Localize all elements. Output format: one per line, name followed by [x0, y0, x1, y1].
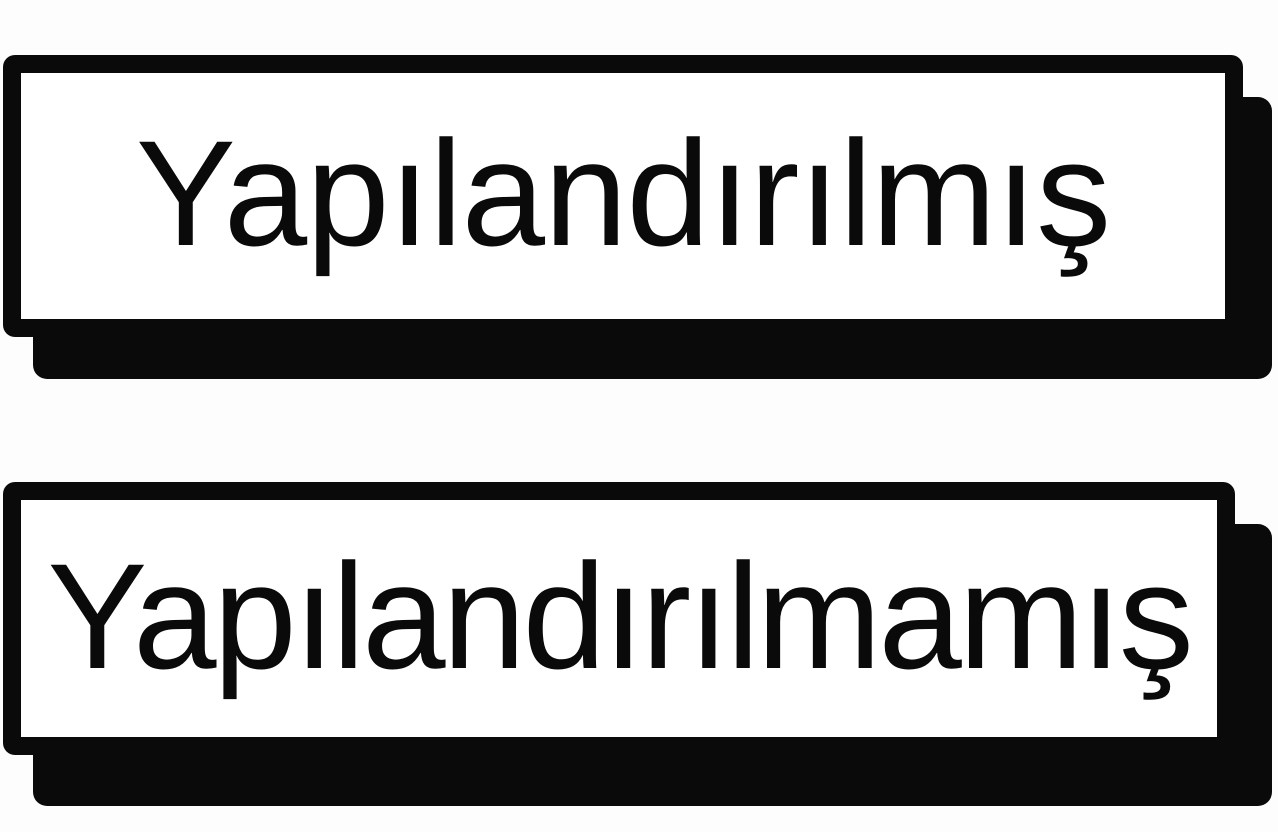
card-unconfigured-label: Yapılandırılmamış [47, 531, 1193, 700]
card-unconfigured-face: Yapılandırılmamış [21, 500, 1217, 737]
card-configured[interactable]: Yapılandırılmış [0, 0, 1278, 416]
card-configured-label: Yapılandırılmış [135, 109, 1111, 277]
card-unconfigured[interactable]: Yapılandırılmamış [0, 416, 1278, 832]
card-configured-face: Yapılandırılmış [21, 73, 1225, 319]
